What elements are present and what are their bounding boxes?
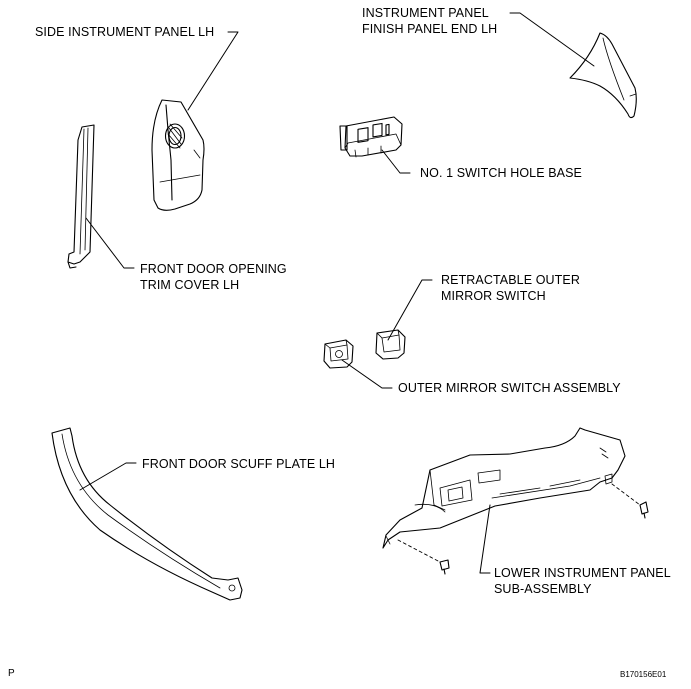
finish-panel-end-part — [569, 32, 637, 119]
label-line: INSTRUMENT PANEL — [362, 6, 489, 20]
label-line: TRIM COVER LH — [140, 278, 240, 292]
leader-switch-hole-base — [381, 149, 411, 174]
leader-retractable-mirror-switch — [387, 279, 433, 341]
label-line: FRONT DOOR OPENING — [140, 262, 287, 276]
leader-door-scuff-plate — [79, 462, 137, 491]
screw-left — [439, 559, 450, 575]
label-door-scuff-plate: FRONT DOOR SCUFF PLATE LH — [142, 456, 335, 472]
label-line: LOWER INSTRUMENT PANEL — [494, 566, 671, 580]
footer-left-code: P — [8, 668, 15, 679]
leader-door-opening-trim — [85, 217, 135, 269]
leader-finish-panel-end — [509, 12, 595, 67]
door-opening-trim-part — [67, 124, 95, 269]
outer-mirror-switch-part — [323, 339, 354, 369]
label-line: SIDE INSTRUMENT PANEL LH — [35, 25, 215, 39]
door-scuff-plate-part — [51, 427, 243, 601]
leader-outer-mirror-switch — [341, 359, 393, 389]
lower-instrument-panel-part — [382, 427, 626, 549]
label-side-instrument-panel: SIDE INSTRUMENT PANEL LH — [35, 24, 214, 40]
label-retractable-mirror-switch: RETRACTABLE OUTER MIRROR SWITCH — [441, 272, 580, 304]
label-switch-hole-base: NO. 1 SWITCH HOLE BASE — [420, 165, 582, 181]
label-finish-panel-end: INSTRUMENT PANEL FINISH PANEL END LH — [362, 5, 497, 37]
retractable-mirror-switch-part — [375, 329, 406, 360]
label-line: OUTER MIRROR SWITCH ASSEMBLY — [398, 381, 621, 395]
leader-lines — [79, 12, 595, 574]
label-line: NO. 1 SWITCH HOLE BASE — [420, 166, 582, 180]
screw-guide-line-right — [611, 483, 641, 506]
label-door-opening-trim: FRONT DOOR OPENING TRIM COVER LH — [140, 261, 287, 293]
label-line: RETRACTABLE OUTER — [441, 273, 580, 287]
screw-right — [639, 501, 649, 519]
leader-lower-instrument-panel — [479, 504, 491, 574]
label-outer-mirror-switch: OUTER MIRROR SWITCH ASSEMBLY — [398, 380, 621, 396]
figure-id: B170156E01 — [620, 670, 667, 679]
label-lower-instrument-panel: LOWER INSTRUMENT PANEL SUB-ASSEMBLY — [494, 565, 671, 597]
label-line: SUB-ASSEMBLY — [494, 582, 592, 596]
leader-side-instrument-panel — [187, 31, 239, 111]
side-instrument-panel-part — [151, 99, 205, 211]
label-line: FINISH PANEL END LH — [362, 22, 498, 36]
screw-guide-line-left — [397, 539, 441, 563]
switch-hole-base-part — [339, 116, 403, 158]
label-line: MIRROR SWITCH — [441, 289, 546, 303]
label-line: FRONT DOOR SCUFF PLATE LH — [142, 457, 336, 471]
